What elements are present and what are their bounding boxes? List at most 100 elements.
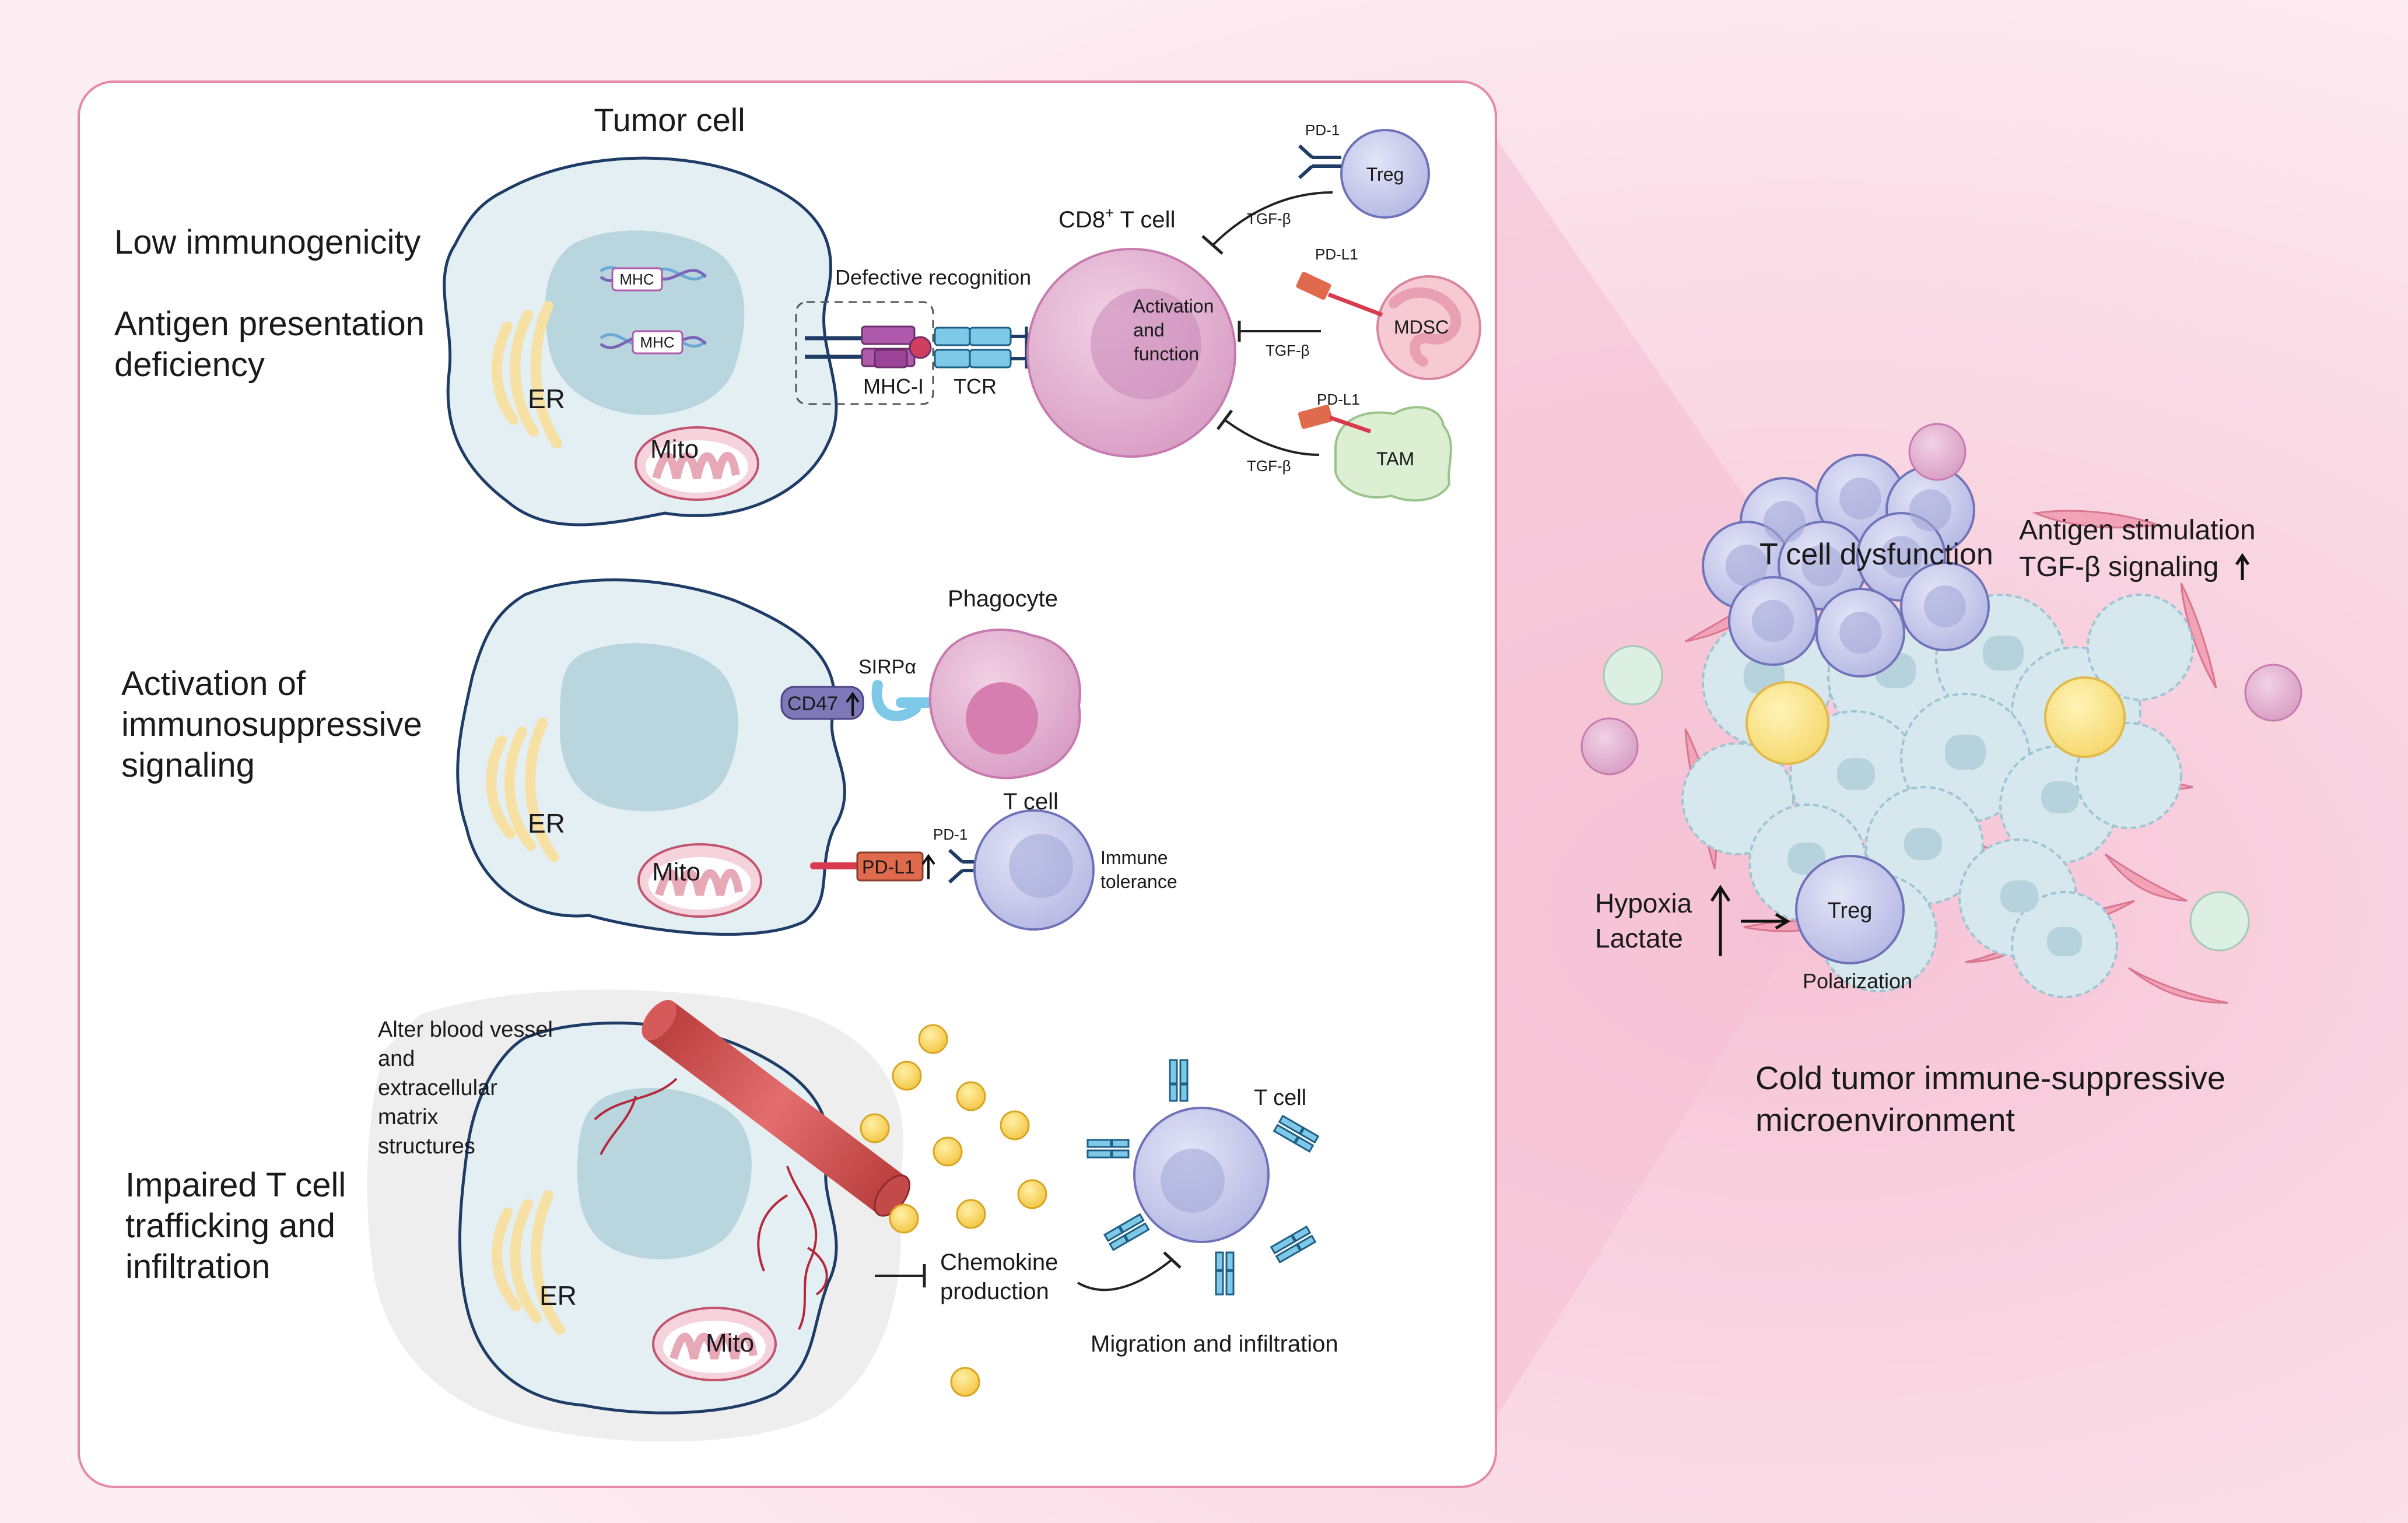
panel2-label-1: Activation of <box>121 665 306 703</box>
treg-label: Treg <box>1366 164 1404 185</box>
activation-label-2: and <box>1133 320 1164 341</box>
yellow-cell <box>1745 681 1829 765</box>
activation-label-3: function <box>1134 343 1199 364</box>
cd8-nucleus <box>1091 289 1201 399</box>
t-cell-cluster-nuclei <box>1726 478 1966 654</box>
capillary-branches <box>594 1078 828 1330</box>
up-arrow-icon <box>2235 553 2250 580</box>
chemokine-particles <box>860 1024 1047 1397</box>
mhc1-complex <box>861 325 932 369</box>
panel2-label-2: immunosuppressive <box>121 706 422 743</box>
cd47-label: CD47 <box>787 693 838 715</box>
pink-cell <box>1580 717 1639 775</box>
chemokine-label-2: production <box>940 1279 1049 1304</box>
mhc-gene-tag <box>632 330 684 355</box>
inhibition-arrow <box>1077 1258 1173 1292</box>
blood-vessel <box>642 999 910 1217</box>
er-label: ER <box>528 808 565 838</box>
mdsc-nucleus <box>1389 287 1461 367</box>
phagocyte-label: Phagocyte <box>948 586 1058 612</box>
t-cell-label: T cell <box>1003 789 1058 815</box>
pd1-label: PD-1 <box>1305 121 1340 139</box>
green-cell <box>2189 891 2250 952</box>
mdsc-label: MDSC <box>1394 317 1449 338</box>
tgfb-label: TGF-β <box>1266 342 1310 359</box>
inhibition-arrow <box>1224 419 1320 456</box>
pdl1-ligand <box>856 851 924 882</box>
tgfb-signaling-label: TGF-β signaling <box>2019 552 2218 582</box>
mito-label: Mito <box>652 858 700 886</box>
up-arrow-icon <box>846 692 860 716</box>
treg-cell <box>1340 129 1430 219</box>
er-organelle <box>491 301 562 448</box>
panel-2: Activation of immunosuppressive signalin… <box>121 578 1177 936</box>
antigen-presentation-label-2: deficiency <box>114 346 265 384</box>
mito-label: Mito <box>650 435 699 464</box>
t-cell-nucleus <box>1161 1149 1225 1213</box>
treg-label: Treg <box>1828 899 1873 923</box>
inhibition-bar <box>1217 409 1233 430</box>
polarization-label: Polarization <box>1803 969 1912 993</box>
t-cell-dysfunction-label: T cell dysfunction <box>1759 538 1993 571</box>
tumor-microenvironment: Treg Polarization Hypoxia Lactate T cell… <box>1580 423 2302 1138</box>
green-cell <box>1603 645 1663 706</box>
up-arrow-icon <box>921 854 935 879</box>
treg-cell <box>1795 855 1905 964</box>
mhc-gene-tag <box>611 267 663 292</box>
mitochondria <box>637 843 762 918</box>
panel3-label-2: trafficking and <box>125 1207 335 1245</box>
phagocyte-nucleus <box>966 682 1038 755</box>
tgfb-label: TGF-β <box>1247 210 1291 227</box>
mitochondria <box>652 1307 777 1381</box>
low-immunogenicity-label: Low immunogenicity <box>114 223 420 261</box>
vessel-label-1: Alter blood vessel <box>378 1017 553 1042</box>
pdl1-label: PD-L1 <box>1317 391 1360 408</box>
pink-cell <box>1908 423 1967 481</box>
defective-recognition-label: Defective recognition <box>835 265 1031 289</box>
tcr-label: TCR <box>954 374 997 398</box>
panel2-label-3: signaling <box>121 746 255 784</box>
tgfb-label: TGF-β <box>1247 457 1291 475</box>
inhibition-bar <box>1201 235 1224 255</box>
nucleus <box>545 230 745 415</box>
panel3-label-1: Impaired T cell <box>125 1166 346 1204</box>
migration-label: Migration and infiltration <box>1091 1331 1338 1357</box>
nucleus <box>560 643 738 812</box>
panel-1: Tumor cell Low immunogenicity Antigen pr… <box>114 101 1481 527</box>
vessel-label-5: structures <box>378 1134 475 1159</box>
panel3-label-3: infiltration <box>125 1248 270 1286</box>
antigen-presentation-label-1: Antigen presentation <box>114 305 425 343</box>
er-label: ER <box>528 384 565 414</box>
pd1-label: PD-1 <box>933 826 968 843</box>
hypoxia-label: Hypoxia <box>1595 888 1692 918</box>
t-cell-nucleus <box>1009 834 1073 898</box>
nucleus <box>577 1087 752 1259</box>
t-cell-label: T cell <box>1254 1086 1306 1110</box>
yellow-cell <box>2044 676 2126 758</box>
pdl1-label: PD-L1 <box>1315 245 1358 263</box>
right-arrow-icon <box>1741 913 1790 930</box>
mitochondria <box>635 426 759 501</box>
mhc-gene-label: MHC <box>619 271 654 288</box>
defective-recognition-box <box>795 301 934 405</box>
er-organelle <box>492 1190 565 1335</box>
cd47-protein <box>780 686 864 720</box>
tumor-cell-title: Tumor cell <box>594 101 745 138</box>
mito-label: Mito <box>706 1329 754 1357</box>
pdl1-label: PD-L1 <box>862 857 915 878</box>
mhc-gene-label: MHC <box>640 334 674 351</box>
pink-cell <box>2244 664 2302 722</box>
vessel-label-3: extracellular <box>378 1076 497 1100</box>
immune-tolerance-label-1: Immune <box>1100 847 1168 868</box>
up-arrow-icon <box>1710 885 1731 956</box>
zoom-cone <box>1493 134 1785 1423</box>
tcr-receptors <box>1086 1059 1320 1296</box>
cd8-label: CD8+ T cell <box>1058 204 1175 233</box>
chemokine-label-1: Chemokine <box>940 1250 1058 1275</box>
inhibition-arrow <box>1212 191 1333 246</box>
activation-label-1: Activation <box>1133 296 1214 317</box>
lactate-label: Lactate <box>1595 923 1683 953</box>
caption-line-1: Cold tumor immune-suppressive <box>1755 1059 2225 1096</box>
inhibition-bar <box>1163 1251 1182 1269</box>
er-organelle <box>486 718 559 862</box>
